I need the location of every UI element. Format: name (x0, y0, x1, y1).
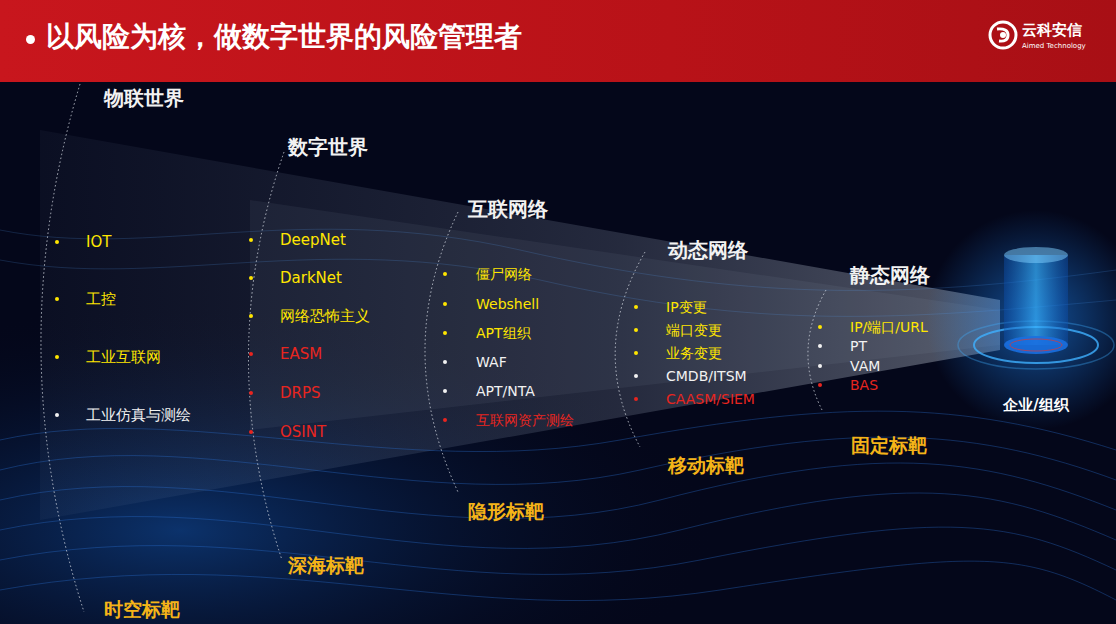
band-item: DRPS (280, 384, 321, 402)
band-item: 业务变更 (666, 345, 722, 362)
target-label: 移动标靶 (668, 454, 744, 477)
band-item: 端口变更 (666, 322, 722, 339)
item-bullet (443, 302, 447, 306)
band-item: IP/端口/URL (850, 319, 928, 336)
band-item: 工业仿真与测绘 (86, 406, 191, 424)
slide-title: 以风险为核，做数字世界的风险管理者 (46, 20, 522, 54)
item-bullet (443, 272, 447, 276)
enterprise-core: 企业/组织 (975, 240, 1097, 425)
band-item: EASM (280, 345, 322, 363)
item-bullet (818, 364, 822, 368)
item-bullet (249, 276, 253, 280)
item-bullet (55, 297, 59, 301)
title-bullet (26, 35, 35, 44)
item-bullet (634, 397, 638, 401)
target-label: 隐形标靶 (468, 500, 544, 523)
band-item: CAASM/SIEM (666, 391, 755, 408)
item-bullet (249, 352, 253, 356)
target-label: 固定标靶 (851, 434, 927, 457)
static-network-band: 静态网络 IP/端口/URL PT VAM BAS 固定标靶 (810, 258, 970, 463)
band-item: CMDB/ITSM (666, 368, 747, 385)
band-heading: 物联世界 (104, 86, 184, 110)
band-item: APT/NTA (476, 383, 535, 400)
item-bullet (443, 389, 447, 393)
item-bullet (634, 328, 638, 332)
logo-name: 云科安信 (1022, 21, 1082, 39)
item-bullet (818, 383, 822, 387)
band-item: 僵尸网络 (476, 266, 532, 283)
internet-band: 互联网络僵尸网络 WebshellAPT组织 WAF APT/NTA 互联网资产测绘隐形… (430, 190, 610, 530)
target-label: 时空标靶 (104, 598, 180, 621)
band-heading: 动态网络 (668, 238, 748, 262)
item-bullet (634, 351, 638, 355)
band-item: WAF (476, 354, 507, 371)
item-bullet (634, 305, 638, 309)
band-item: BAS (850, 377, 878, 394)
band-item: 互联网资产测绘 (476, 412, 574, 429)
item-bullet (55, 240, 59, 244)
core-label: 企业/组织 (1003, 396, 1068, 414)
band-item: IP变更 (666, 299, 707, 316)
band-item: Webshell (476, 296, 539, 313)
item-bullet (634, 374, 638, 378)
band-item: DeepNet (280, 231, 346, 249)
logo-subtitle: Aimed Technology (1022, 42, 1086, 50)
item-bullet (443, 360, 447, 364)
band-item: APT组织 (476, 325, 531, 342)
band-item: DarkNet (280, 269, 342, 287)
item-bullet (443, 418, 447, 422)
band-heading: 数字世界 (288, 135, 368, 159)
band-item: 网络恐怖主义 (280, 307, 370, 325)
band-heading: 互联网络 (468, 197, 548, 221)
item-bullet (443, 331, 447, 335)
item-bullet (818, 325, 822, 329)
item-bullet (249, 314, 253, 318)
dynamic-network-band: 动态网络 IP变更端口变更业务变更 CMDB/ITSM CAASM/SIEM 移动标靶 (615, 232, 805, 482)
band-item: IOT (86, 233, 111, 251)
target-label: 深海标靶 (288, 554, 364, 577)
item-bullet (55, 413, 59, 417)
item-bullet (249, 238, 253, 242)
iot-world-band: 物联世界 IOT 工控工业互联网工业仿真与测绘时空标靶 (20, 84, 240, 624)
item-bullet (55, 355, 59, 359)
band-heading: 静态网络 (850, 263, 930, 287)
band-item: OSINT (280, 423, 326, 441)
item-bullet (249, 391, 253, 395)
item-bullet (818, 344, 822, 348)
logo-icon (988, 20, 1018, 50)
band-item: PT (850, 338, 867, 355)
item-bullet (249, 430, 253, 434)
digital-world-band: 数字世界 DeepNetDarkNet 网络恐怖主义 EASM DRPS OSINT 深海标… (240, 130, 430, 580)
band-item: 工控 (86, 290, 116, 308)
band-item: 工业互联网 (86, 348, 161, 366)
band-item: VAM (850, 358, 880, 375)
